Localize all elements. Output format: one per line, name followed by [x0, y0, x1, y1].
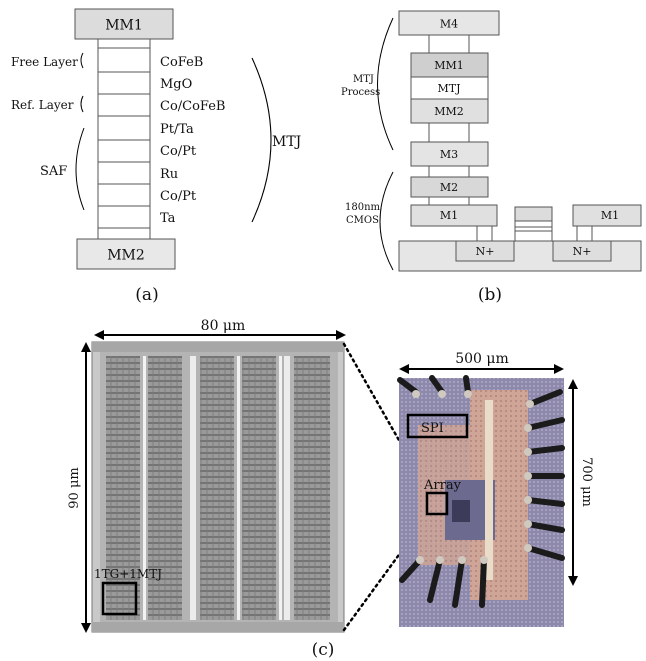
panel-b [398, 10, 642, 272]
mm2-b-label: MM2 [434, 105, 464, 118]
mtj-brace [251, 57, 272, 223]
m3-label: M3 [440, 148, 458, 161]
layout-columns [106, 356, 330, 620]
cell-label: 1TG+1MTJ [94, 567, 162, 581]
mtj-stack [97, 38, 151, 240]
array-label: Array [423, 478, 462, 493]
layer-label-2: MgO [160, 77, 192, 92]
array-box [425, 491, 449, 516]
spi-label: SPI [421, 421, 444, 436]
nplus-right-label: N+ [573, 245, 592, 258]
m1-right-block [572, 204, 642, 227]
mm1-label: MM1 [105, 18, 143, 34]
mtj-stack-dividers [98, 47, 150, 229]
mtj-process-label-2: Process [341, 87, 380, 98]
bond-wires [397, 375, 565, 608]
m1-left-block [410, 204, 498, 227]
free-layer-brace [80, 52, 84, 69]
layer-label-3: Co/CoFeB [160, 99, 225, 114]
cell-highlight-box [101, 581, 138, 616]
bond-pads [412, 390, 534, 564]
contact-right [576, 225, 593, 242]
mm1-block [74, 8, 174, 40]
m2-label: M2 [440, 181, 458, 194]
nplus-right [552, 240, 612, 262]
saf-label: SAF [40, 164, 67, 179]
width-label: 80 μm [201, 318, 246, 334]
via-m2 [428, 196, 470, 206]
gate-top [514, 206, 553, 222]
ref-layer-label: Ref. Layer [11, 98, 74, 112]
m1-left-label: M1 [440, 209, 458, 222]
panel-a: MM1 MM2 CoFeB MgO Co/CoFeB Pt/Ta Co/Pt R… [11, 8, 301, 305]
chip-width-label: 500 μm [455, 351, 509, 367]
m1-right-label: M1 [601, 209, 619, 222]
layout-image [91, 341, 345, 633]
layer-label-4: Pt/Ta [160, 122, 194, 137]
caption-b: (b) [478, 285, 502, 305]
caption-c: (c) [312, 640, 335, 660]
mm2-block [76, 238, 176, 270]
saf-brace [75, 127, 85, 211]
cmos-label-2: CMOS [346, 215, 379, 226]
ref-layer-brace [80, 95, 84, 113]
panel-c: 80 μm 90 μm 1TG+1MTJ [67, 318, 594, 660]
mtj-process-brace [377, 17, 394, 151]
contact-left [476, 225, 493, 242]
via-m4 [428, 34, 470, 54]
panel-b-labels: M4 MM1 MTJ MM2 M3 M2 M1 M1 N+ N+ MTJ Pro… [341, 18, 619, 306]
spi-box [406, 413, 469, 439]
via-m3 [428, 165, 470, 178]
layer-label-1: CoFeB [160, 55, 203, 70]
mtj-b-label: MTJ [437, 82, 460, 95]
via-mm2 [428, 122, 470, 143]
layer-label-8: Ta [160, 211, 176, 226]
m4-label: M4 [440, 18, 458, 31]
free-layer-label: Free Layer [11, 55, 78, 69]
layer-label-7: Co/Pt [160, 189, 197, 204]
nplus-left [455, 240, 515, 262]
layer-label-6: Ru [160, 167, 178, 182]
height-label: 90 μm [67, 467, 82, 508]
chip-height-label: 700 μm [579, 457, 594, 507]
layer-label-5: Co/Pt [160, 144, 197, 159]
mtj-process-label-1: MTJ [353, 74, 374, 85]
mm2-label: MM2 [107, 248, 145, 264]
mm1-b-label: MM1 [434, 59, 464, 72]
zoom-line-bottom [342, 513, 430, 632]
nplus-left-label: N+ [476, 245, 495, 258]
mtj-label: MTJ [272, 134, 301, 150]
cmos-label-1: 180nm [345, 202, 381, 213]
cmos-brace [379, 171, 394, 271]
caption-a: (a) [135, 285, 158, 305]
